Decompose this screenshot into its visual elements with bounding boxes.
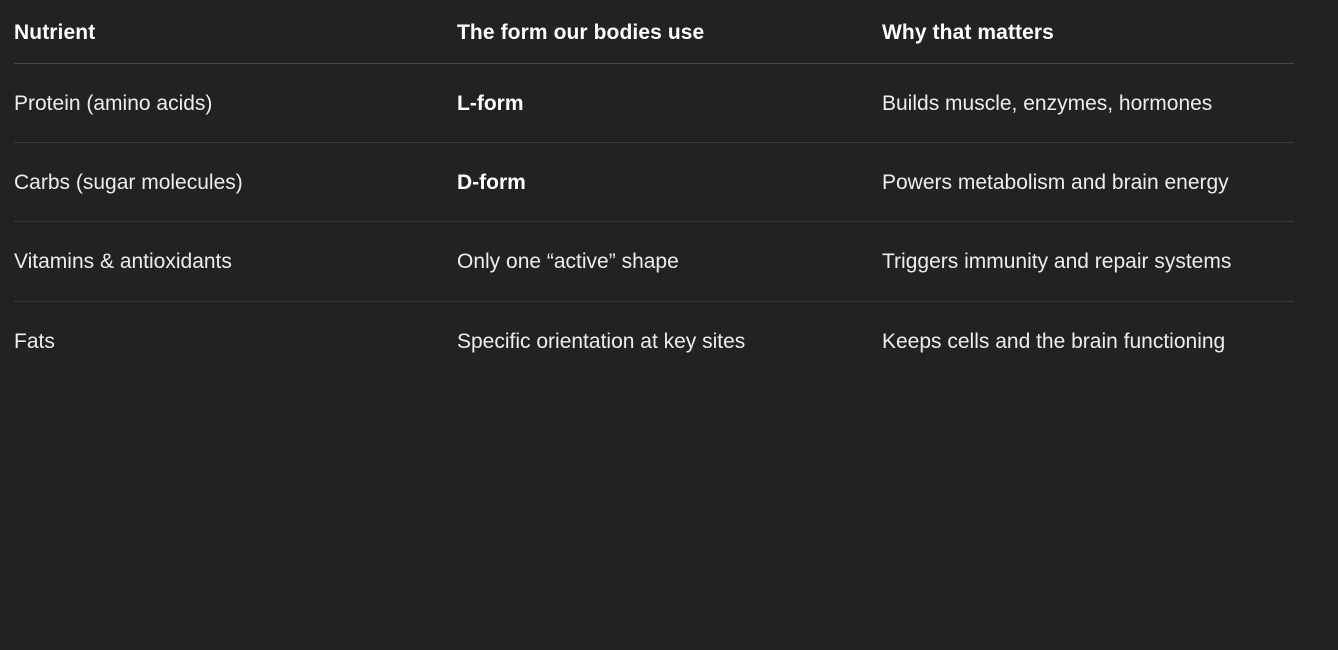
cell-why: Powers metabolism and brain energy xyxy=(882,142,1294,223)
cell-form: D-form xyxy=(457,142,882,223)
cell-form: Specific orientation at key sites xyxy=(457,329,746,353)
cell-nutrient: Protein (amino acids) xyxy=(14,63,457,144)
cell-nutrient: Vitamins & antioxidants xyxy=(14,221,457,302)
cell-why: Keeps cells and the brain functioning xyxy=(882,329,1226,353)
table-row: Protein (amino acids) L-form Builds musc… xyxy=(14,63,1294,144)
cell-nutrient: Carbs (sugar molecules) xyxy=(14,142,457,223)
table-header: Nutrient The form our bodies use Why tha… xyxy=(14,0,1294,65)
table-header-row: Nutrient The form our bodies use Why tha… xyxy=(14,0,1294,65)
cell-nutrient: Fats xyxy=(14,329,55,353)
table-row: Fats Specific orientation at key sites K… xyxy=(14,301,1294,380)
column-header-nutrient: Nutrient xyxy=(14,0,457,65)
nutrient-chirality-table: Nutrient The form our bodies use Why tha… xyxy=(14,0,1294,380)
column-header-why: Why that matters xyxy=(882,0,1294,65)
cell-why: Triggers immunity and repair systems xyxy=(882,221,1294,302)
table-body: Protein (amino acids) L-form Builds musc… xyxy=(14,63,1294,380)
cell-form: Only one “active” shape xyxy=(457,221,882,302)
column-header-form: The form our bodies use xyxy=(457,0,882,65)
table-row: Vitamins & antioxidants Only one “active… xyxy=(14,221,1294,302)
cell-why: Builds muscle, enzymes, hormones xyxy=(882,63,1294,144)
cell-form: L-form xyxy=(457,63,882,144)
table-row: Carbs (sugar molecules) D-form Powers me… xyxy=(14,142,1294,223)
